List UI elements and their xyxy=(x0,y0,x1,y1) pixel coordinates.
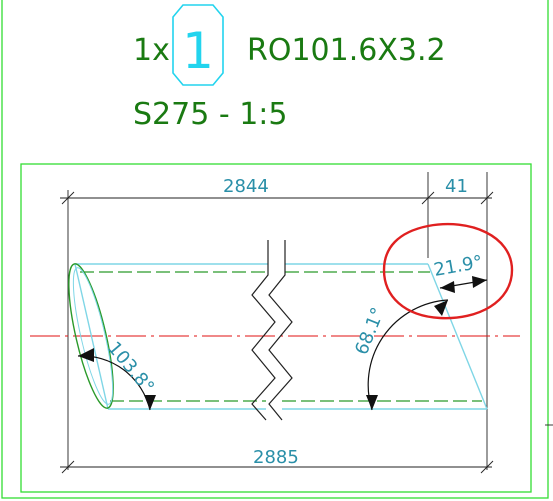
top-length-dimension: 2844 xyxy=(223,176,269,197)
highlight-circle-mark xyxy=(382,222,514,320)
break-lines xyxy=(251,240,293,421)
part-number-badge: 1 xyxy=(172,4,224,86)
right-angle-dimension: 68.1° xyxy=(351,305,389,358)
angle-arrowheads xyxy=(78,276,487,410)
octagon-badge-icon xyxy=(172,4,224,86)
highlight-angle-dimension: 21.9° xyxy=(432,252,484,281)
part-number: 1 xyxy=(182,22,214,80)
material-scale-label: S275 - 1:5 xyxy=(133,97,287,132)
bottom-length-dimension: 2885 xyxy=(253,447,299,468)
top-offset-dimension: 41 xyxy=(445,176,468,197)
pipe-hidden-lines xyxy=(80,271,482,402)
pipe-left-end xyxy=(68,263,114,409)
dimension-lines xyxy=(60,172,553,474)
quantity-label: 1x xyxy=(133,33,170,68)
pipe-outline xyxy=(74,263,488,410)
inner-frame xyxy=(20,163,532,493)
profile-label: RO101.6X3.2 xyxy=(247,33,446,68)
